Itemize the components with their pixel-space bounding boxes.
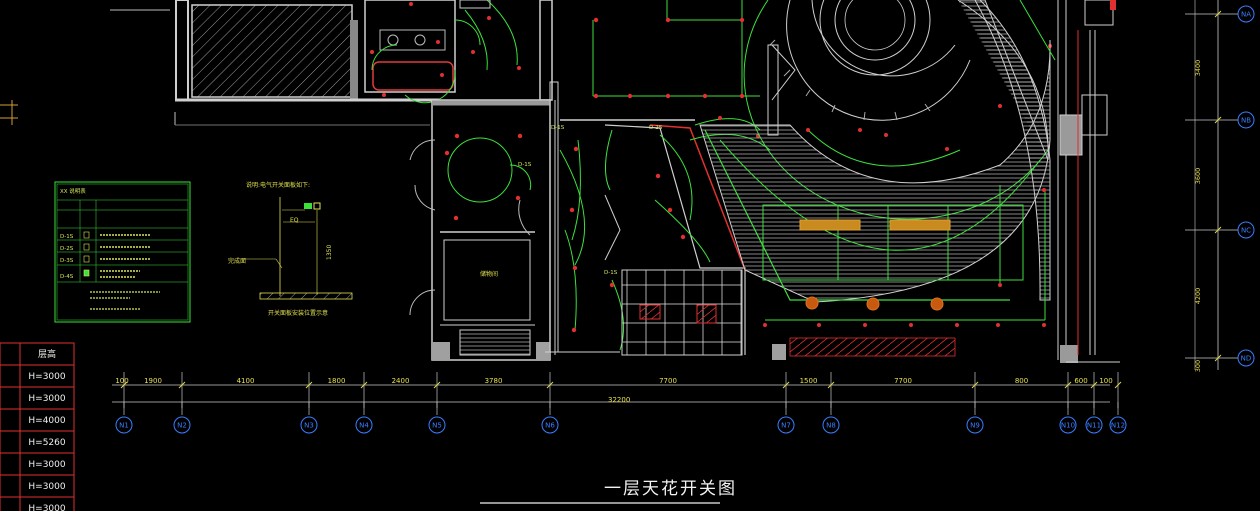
right-axis-bubble: NA (1237, 5, 1255, 23)
legend-table: XX 说明表 D-1S D-2S D-3S D-4S (54, 181, 191, 323)
height-table-row: H=3000 (28, 504, 65, 511)
height-table-row: H=3000 (28, 482, 65, 492)
legend-row-1: D-1S (60, 234, 74, 240)
legend-title: XX 说明表 (60, 187, 86, 195)
height-table-header: 层高 (38, 348, 56, 360)
note-heading: 说明:电气开关面板如下: (246, 181, 310, 189)
right-axis-bubble: NB (1237, 111, 1255, 129)
dimension-label: 4100 (237, 377, 255, 385)
dimension-label: 100 (1099, 377, 1112, 385)
dimension-label: 7700 (659, 377, 677, 385)
lobby-corridor (545, 81, 746, 356)
axis-label: N3 (304, 422, 314, 430)
dimension-label: 1900 (144, 377, 162, 385)
axis-bubble: N1 (115, 416, 133, 434)
axis-bubble: N8 (822, 416, 840, 434)
axis-label: N6 (545, 422, 555, 430)
axis-label: N12 (1111, 422, 1125, 430)
axis-bubble: N9 (966, 416, 984, 434)
right-dimension-label: 300 (1194, 360, 1202, 372)
axis-bubble: N4 (355, 416, 373, 434)
axis-label: N1 (119, 422, 129, 430)
right-axis-label: NB (1241, 117, 1251, 125)
curved-stage (699, 0, 1051, 360)
svg-text:储物间: 储物间 (480, 270, 498, 278)
legend-row-2: D-2S (60, 246, 74, 252)
axis-label: N9 (970, 422, 980, 430)
right-dimension-label: 3400 (1194, 60, 1202, 77)
dimension-label: 800 (1015, 377, 1028, 385)
right-axis-label: ND (1241, 355, 1252, 363)
axis-bubble: N11 (1085, 416, 1103, 434)
washroom-block (364, 0, 553, 104)
left-marks (0, 100, 18, 125)
height-table-row: H=4000 (28, 416, 65, 426)
right-dimension-label: 4200 (1194, 288, 1202, 305)
axis-label: N11 (1087, 422, 1101, 430)
fixture-tags: D-1S D-2S D-1S D-1S (518, 125, 663, 276)
axis-label: N2 (177, 422, 187, 430)
right-axis-label: NC (1241, 227, 1251, 235)
axis-label: N10 (1061, 422, 1075, 430)
storage-room-hatch (110, 0, 440, 126)
upper-hall (592, 0, 771, 151)
drawing-title-block: 一层天花开关图 (480, 479, 737, 504)
dimension-label: 1800 (328, 377, 346, 385)
axis-label: N7 (781, 422, 791, 430)
dimension-label: 600 (1074, 377, 1087, 385)
central-rooms: 储物间 (409, 99, 551, 361)
axis-bubble: N3 (300, 416, 318, 434)
note-height: 1350 (326, 245, 333, 260)
drawing-title: 一层天花开关图 (604, 479, 737, 499)
right-dimension-label: 3600 (1194, 168, 1202, 185)
fixture-tag: D-1S (551, 125, 565, 131)
height-table-row: H=3000 (28, 372, 65, 382)
note-caption: 开关面板安装位置示意 (268, 309, 328, 317)
axis-label: N4 (359, 422, 369, 430)
total-dimension: 32200 (608, 396, 630, 404)
dimension-label: 3780 (485, 377, 503, 385)
dimension-chain: 100 1900 4100 1800 2400 3780 7700 1500 7700 800 60… (112, 372, 1122, 408)
fixture-tag: D-2S (649, 125, 663, 131)
right-walls (1019, 0, 1120, 363)
axis-bubble: N6 (541, 416, 559, 434)
dimension-label: 7700 (894, 377, 912, 385)
note-wall-label: 完成面 (228, 257, 246, 265)
dimension-label: 2400 (392, 377, 410, 385)
right-axis-bubble: ND (1237, 349, 1255, 367)
dimension-label: 100 (115, 377, 128, 385)
height-table: 层高 H=3000H=3000H=4000H=5260H=3000H=3000H… (0, 342, 75, 511)
axis-bubble: N7 (777, 416, 795, 434)
right-dimension-chain: NA NB NC ND 3400 3600 4200 300 (1185, 0, 1255, 372)
dimension-label: 1500 (800, 377, 818, 385)
axis-label: N8 (826, 422, 836, 430)
legend-row-4: D-4S (60, 274, 74, 280)
note-eq: EQ (290, 217, 299, 224)
fixture-tag: D-1S (604, 270, 618, 276)
axis-label: N5 (432, 422, 442, 430)
right-axis-label: NA (1241, 11, 1251, 19)
axis-bubble: N10 (1059, 416, 1077, 434)
height-table-row: H=5260 (28, 438, 65, 448)
right-axis-bubble: NC (1237, 221, 1255, 239)
legend-row-3: D-3S (60, 258, 74, 264)
axis-bubble: N2 (173, 416, 191, 434)
axis-bubbles: N1 N2 N3 N4 N5 N6 N7 N8 N9 N10 N11 N12 (115, 402, 1127, 434)
axis-bubble: N5 (428, 416, 446, 434)
axis-bubble: N12 (1109, 416, 1127, 434)
height-table-row: H=3000 (28, 394, 65, 404)
height-table-row: H=3000 (28, 460, 65, 470)
fixture-tag: D-1S (518, 162, 532, 168)
switch-note: 说明:电气开关面板如下: EQ 1350 完成面 开关面板安装位置示意 (228, 181, 353, 317)
